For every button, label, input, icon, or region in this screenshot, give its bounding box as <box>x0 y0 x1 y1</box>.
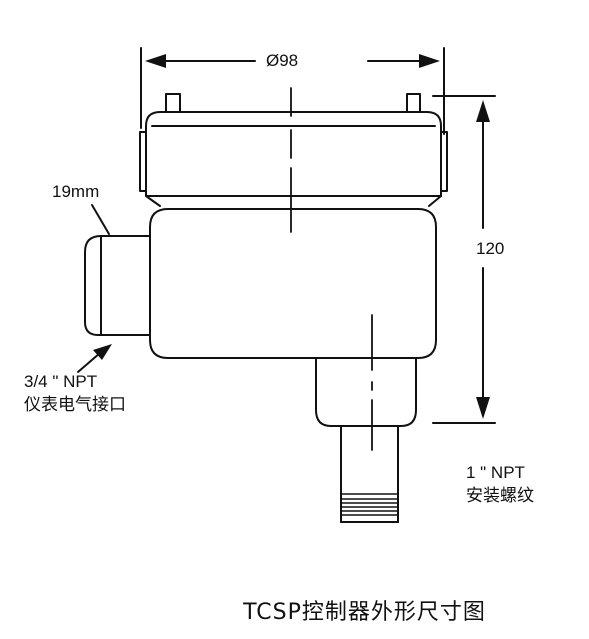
figure-caption: TCSP控制器外形尺寸图 <box>243 600 486 625</box>
side-conn-label: 19mm <box>52 182 100 201</box>
elec-leader <box>77 344 112 373</box>
width-dimension <box>140 47 445 135</box>
side-conduit <box>84 235 153 336</box>
mount-desc-label: 安装螺纹 <box>466 486 534 506</box>
top-pins <box>165 93 421 114</box>
elec-desc-label: 仪表电气接口 <box>24 395 126 415</box>
center-lines <box>290 87 373 451</box>
bottom-neck <box>315 357 417 427</box>
cover-housing <box>139 111 448 207</box>
elec-size-label: 3/4 " NPT <box>24 372 98 391</box>
side-conn-leader <box>91 204 110 235</box>
main-body <box>149 208 437 359</box>
height-label: 120 <box>476 239 505 259</box>
diameter-label: Ø98 <box>266 51 299 70</box>
mount-size-label: 1 " NPT <box>466 463 525 482</box>
mounting-stem <box>340 425 399 523</box>
height-dimension <box>432 95 496 424</box>
